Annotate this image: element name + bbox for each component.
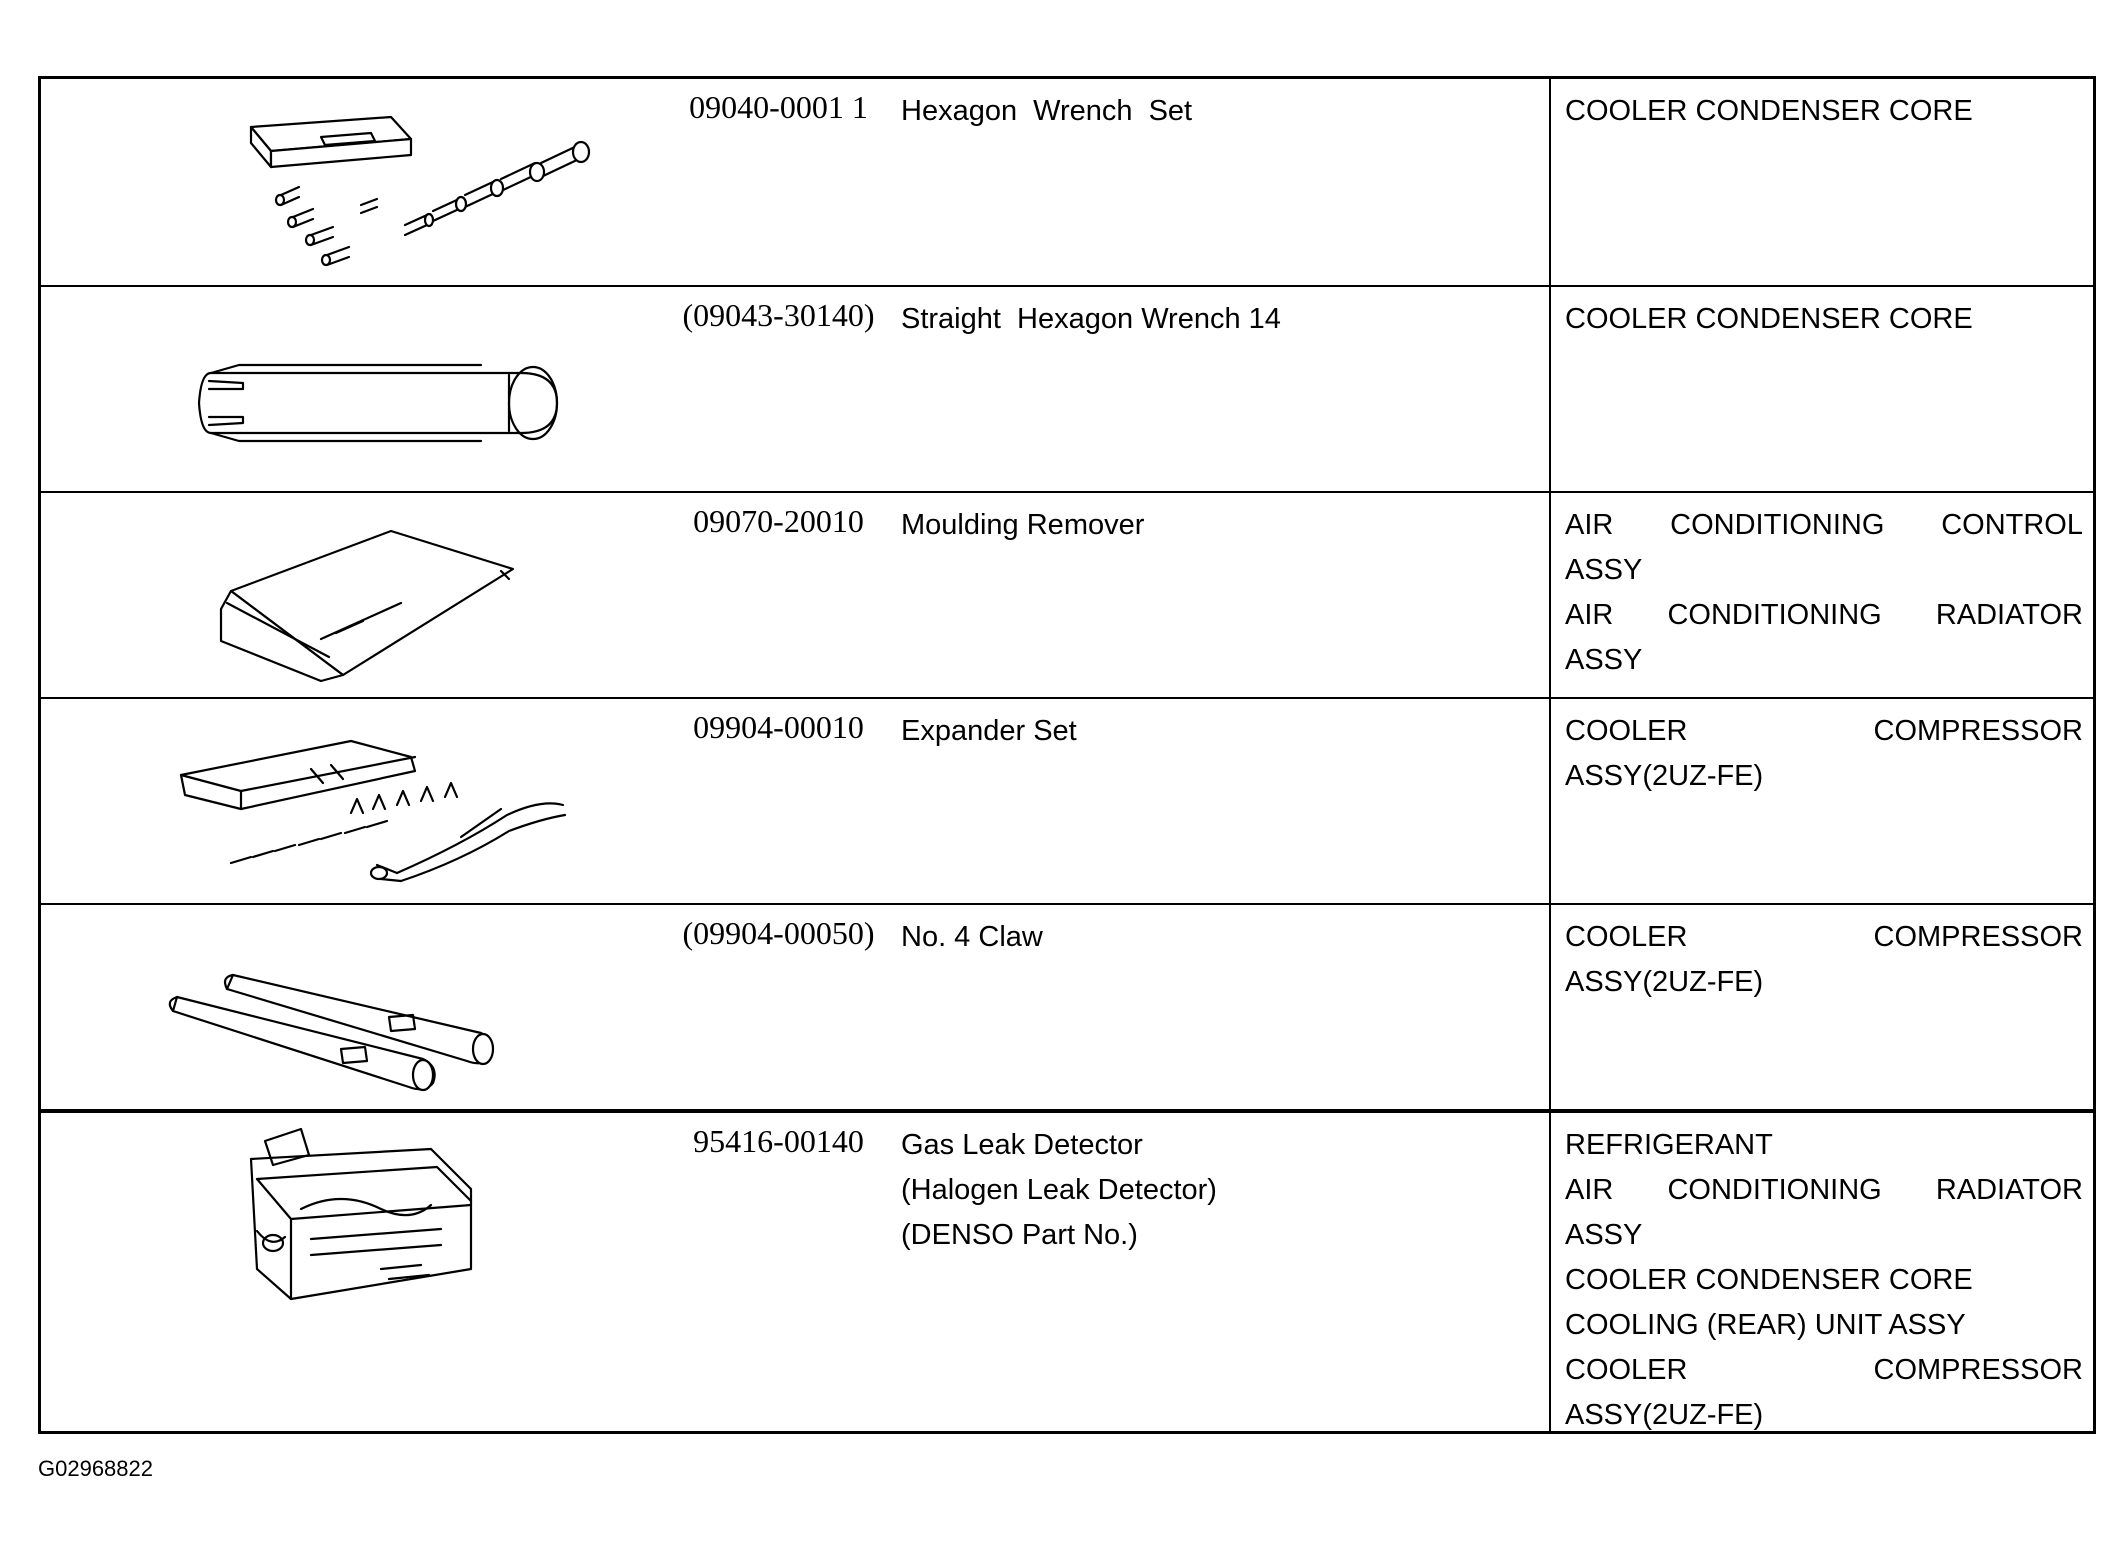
column-divider	[1549, 699, 1551, 903]
part-number: 95416-00140	[693, 1123, 864, 1159]
tool-name: Expander Set	[901, 709, 1521, 754]
tool-name: Hexagon Wrench Set	[901, 89, 1521, 134]
tool-name: Straight Hexagon Wrench 14	[901, 297, 1521, 342]
table-row: 09070-20010 Moulding Remover AIR CONDITI…	[41, 491, 2093, 697]
moulding-remover-icon	[219, 529, 515, 683]
applicable-section: COOLER CONDENSER CORE	[1565, 89, 2083, 134]
part-number: 09040-0001 1	[689, 89, 868, 125]
tool-name-line: Gas Leak Detector	[901, 1129, 1143, 1161]
table-row: 09040-0001 1 Hexagon Wrench Set COOLER C…	[41, 79, 2093, 285]
note-line: ASSY(2UZ-FE)	[1565, 966, 1764, 998]
tool-name-line: Straight Hexagon Wrench 14	[901, 303, 1281, 335]
tool-name: No. 4 Claw	[901, 915, 1521, 960]
table-row: (09904-00050) No. 4 Claw COOLER COMPRESS…	[41, 903, 2093, 1109]
part-number: 09070-20010	[693, 503, 864, 539]
tool-name-line: (Halogen Leak Detector)	[901, 1174, 1217, 1206]
applicable-section: REFRIGERANT AIR CONDITIONING RADIATOR AS…	[1565, 1123, 2083, 1438]
note-line: ASSY	[1565, 554, 1643, 586]
note-line: COOLER COMPRESSOR	[1565, 921, 2083, 953]
hexagon-wrench-set-icon	[249, 115, 591, 267]
part-number: (09043-30140)	[682, 297, 875, 333]
column-divider	[1549, 493, 1551, 697]
sst-table: 09040-0001 1 Hexagon Wrench Set COOLER C…	[38, 76, 2096, 1434]
table-row: 95416-00140 Gas Leak Detector (Halogen L…	[41, 1109, 2093, 1431]
note-line: REFRIGERANT	[1565, 1129, 1773, 1161]
note-line: ASSY	[1565, 1219, 1643, 1251]
tool-name: Gas Leak Detector (Halogen Leak Detector…	[901, 1123, 1521, 1258]
note-line: COOLER CONDENSER CORE	[1565, 95, 1973, 127]
table-row: (09043-30140) Straight Hexagon Wrench 14…	[41, 285, 2093, 491]
note-line: COOLER COMPRESSOR	[1565, 715, 2083, 747]
tool-name: Moulding Remover	[901, 503, 1521, 548]
note-line: COOLER CONDENSER CORE	[1565, 303, 1973, 335]
part-number: 09904-00010	[693, 709, 864, 745]
tool-name-line: (DENSO Part No.)	[901, 1219, 1138, 1251]
applicable-section: AIR CONDITIONING CONTROL ASSY AIR CONDIT…	[1565, 503, 2083, 683]
applicable-section: COOLER COMPRESSOR ASSY(2UZ-FE)	[1565, 915, 2083, 1005]
tool-name-line: Hexagon Wrench Set	[901, 95, 1193, 127]
tool-name-line: Moulding Remover	[901, 509, 1145, 541]
column-divider	[1549, 287, 1551, 491]
column-divider	[1549, 1113, 1551, 1431]
claw-icon	[168, 973, 495, 1092]
figure-code: G02968822	[38, 1456, 153, 1481]
tool-name-line: No. 4 Claw	[901, 921, 1043, 953]
note-line: AIR CONDITIONING RADIATOR	[1565, 1174, 2083, 1206]
note-line: COOLER COMPRESSOR	[1565, 1354, 2083, 1386]
note-line: AIR CONDITIONING RADIATOR	[1565, 599, 2083, 631]
table-row: 09904-00010 Expander Set COOLER COMPRESS…	[41, 697, 2093, 903]
note-line: ASSY	[1565, 644, 1643, 676]
note-line: COOLING (REAR) UNIT ASSY	[1565, 1309, 1966, 1341]
expander-set-icon	[179, 739, 567, 883]
note-line: COOLER CONDENSER CORE	[1565, 1264, 1973, 1296]
tool-name-line: Expander Set	[901, 715, 1077, 747]
note-line: ASSY(2UZ-FE)	[1565, 1399, 1764, 1431]
note-line: AIR CONDITIONING CONTROL	[1565, 509, 2083, 541]
applicable-section: COOLER CONDENSER CORE	[1565, 297, 2083, 342]
part-number: (09904-00050)	[682, 915, 875, 951]
applicable-section: COOLER COMPRESSOR ASSY(2UZ-FE)	[1565, 709, 2083, 799]
column-divider	[1549, 905, 1551, 1109]
note-line: ASSY(2UZ-FE)	[1565, 760, 1764, 792]
straight-hexagon-wrench-icon	[197, 363, 559, 443]
gas-leak-detector-icon	[249, 1127, 473, 1301]
column-divider	[1549, 79, 1551, 285]
